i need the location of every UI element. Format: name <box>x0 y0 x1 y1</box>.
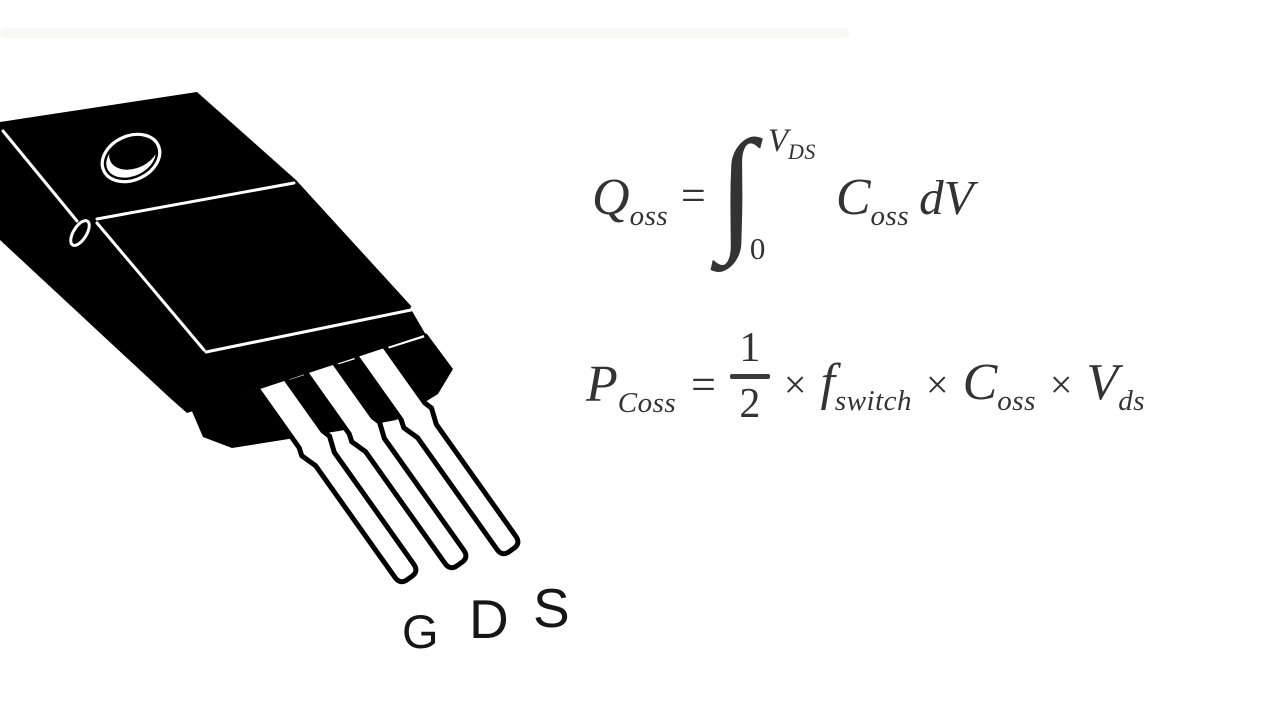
coss2-variable: C <box>962 353 998 411</box>
tab-left-crease <box>1 129 79 223</box>
coss2-subscript: oss <box>997 384 1036 417</box>
upper-limit-subscript: DS <box>788 139 816 164</box>
one-half-fraction: 1 2 <box>729 325 770 427</box>
fraction-numerator: 1 <box>739 325 761 372</box>
mounting-hole <box>100 130 162 184</box>
pin-label-gate: G <box>402 605 439 658</box>
fraction-bar <box>729 373 770 379</box>
package-crease-lines <box>1 129 428 354</box>
tab-body-crease <box>95 181 296 221</box>
body-corner-crease <box>410 306 428 334</box>
pcoss-subscript: Coss <box>617 386 677 419</box>
fswitch-subscript: switch <box>834 384 913 417</box>
formula-qoss: Qoss = ∫ VDS 0 Coss dV <box>592 115 974 272</box>
vds-subscript: ds <box>1118 384 1145 417</box>
formula-pcoss: PCoss = 1 2 × fswitch × Coss × Vds <box>586 308 1145 448</box>
times-sign-2: × <box>926 361 949 407</box>
pin-label-source: S <box>533 577 570 639</box>
pin-label-drain: D <box>469 588 509 650</box>
junction-curl <box>69 219 91 247</box>
mounting-hole-shadow <box>109 130 159 170</box>
fswitch-symbol: fswitch <box>820 353 913 417</box>
pcoss-symbol: PCoss <box>586 355 677 419</box>
body-front-crease <box>204 308 413 354</box>
coss-symbol: Coss <box>835 168 910 232</box>
pcoss-variable: P <box>586 355 618 413</box>
fraction-denominator: 2 <box>739 380 761 427</box>
fswitch-variable: f <box>820 353 835 411</box>
coss-subscript: oss <box>870 199 910 232</box>
equals-sign-1: = <box>678 170 708 220</box>
upper-limit-variable: V <box>767 123 789 159</box>
vds-variable: V <box>1086 353 1119 411</box>
vds-symbol: Vds <box>1086 353 1145 417</box>
coss-symbol-2: Coss <box>962 353 1036 417</box>
qoss-subscript: oss <box>629 199 669 232</box>
equals-sign-2: = <box>688 359 718 409</box>
qoss-symbol: Qoss <box>592 168 669 232</box>
qoss-variable: Q <box>592 168 630 226</box>
body-left-crease <box>95 221 206 352</box>
integral-upper-limit: VDS <box>768 125 816 163</box>
integral-block: ∫ VDS 0 <box>718 115 826 271</box>
coss-variable: C <box>835 168 871 226</box>
dv-differential: dV <box>919 169 974 225</box>
times-sign-1: × <box>783 361 807 407</box>
integral-sign: ∫ <box>717 112 756 265</box>
scan-smudge-artifact <box>0 28 850 38</box>
mounting-hole-rim <box>100 132 162 184</box>
integral-lower-limit: 0 <box>749 231 766 266</box>
times-sign-3: × <box>1049 361 1073 407</box>
